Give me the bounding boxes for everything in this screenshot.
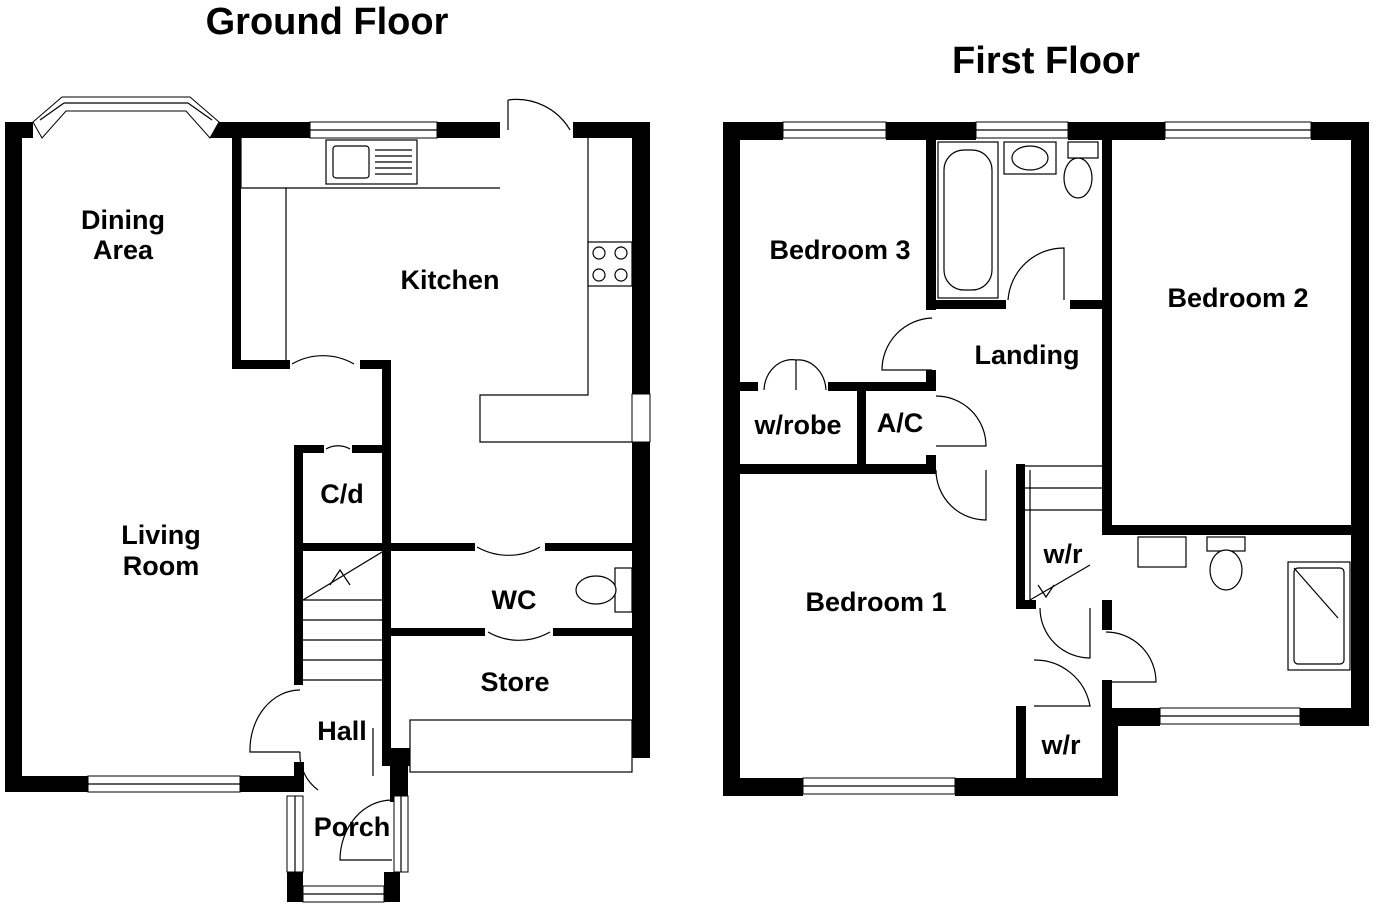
bathroom-fixtures	[937, 141, 1351, 671]
ground-walls	[5, 122, 650, 902]
room-label-wrobe: w/robe	[753, 410, 841, 440]
ground-windows	[87, 121, 651, 903]
room-label-living-1: Living	[121, 520, 201, 550]
ground-stairs	[302, 551, 383, 681]
room-label-dining-2: Area	[93, 235, 154, 265]
room-label-bedroom-3: Bedroom 3	[769, 235, 910, 265]
ground-floor-plan: Dining Area Kitchen Living Room C/d WC S…	[5, 96, 651, 903]
first-stairs	[1025, 465, 1102, 601]
room-label-dining-1: Dining	[81, 205, 165, 235]
ground-floor-title: Ground Floor	[206, 1, 449, 43]
room-label-bedroom-2: Bedroom 2	[1167, 283, 1308, 313]
first-floor-title: First Floor	[952, 40, 1140, 82]
kitchen-worktops	[240, 138, 633, 443]
room-label-kitchen: Kitchen	[400, 265, 499, 295]
room-label-porch: Porch	[314, 812, 391, 842]
room-label-living-2: Room	[123, 551, 200, 581]
room-label-hall: Hall	[317, 716, 367, 746]
ground-fixtures	[372, 567, 633, 776]
first-floor-plan: Bedroom 3 Bedroom 2 Landing w/robe A/C B…	[723, 121, 1369, 796]
bay-window	[32, 96, 220, 139]
room-label-bedroom-1: Bedroom 1	[805, 587, 946, 617]
room-label-store: Store	[480, 667, 549, 697]
room-label-landing: Landing	[975, 340, 1080, 370]
first-walls	[723, 122, 1369, 796]
room-label-cd: C/d	[320, 479, 364, 509]
room-label-wr-lower: w/r	[1040, 730, 1081, 760]
room-label-wc: WC	[492, 585, 537, 615]
ground-doors	[249, 98, 571, 861]
room-label-ac: A/C	[877, 408, 924, 438]
room-label-wr-stairs: w/r	[1042, 539, 1083, 569]
first-windows	[782, 121, 1312, 795]
first-doors	[763, 247, 1157, 707]
